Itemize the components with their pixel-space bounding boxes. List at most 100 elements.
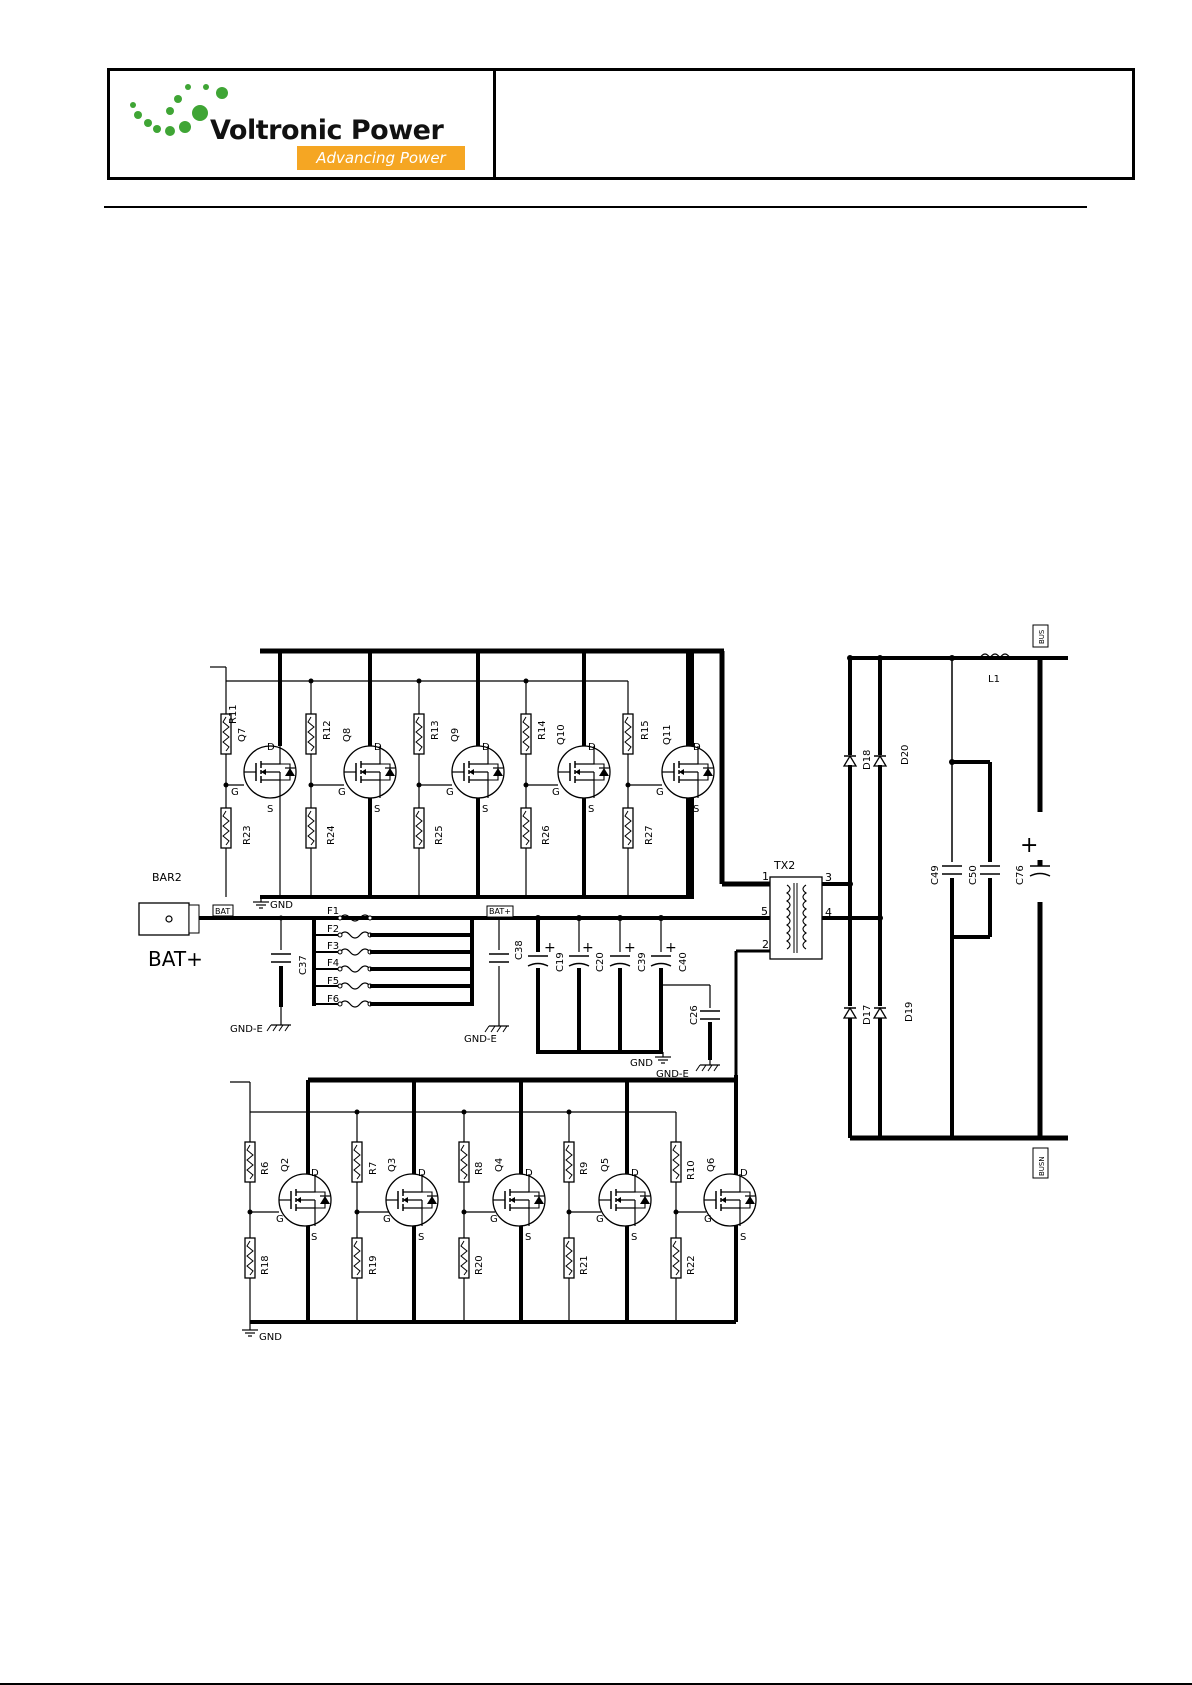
- pin-d-q2: D: [311, 1168, 319, 1179]
- label-q2: Q2: [280, 1158, 291, 1172]
- label-q3: Q3: [387, 1158, 398, 1172]
- label-gnd-lower: GND: [259, 1332, 282, 1343]
- label-f4: F4: [327, 958, 339, 969]
- label-r11: R11: [228, 704, 239, 724]
- label-c19: C19: [555, 952, 566, 972]
- pin-d-q11: D: [693, 742, 701, 753]
- label-q11: Q11: [662, 724, 673, 745]
- pin-d-q10: D: [588, 742, 596, 753]
- pin-d-q9: D: [482, 742, 490, 753]
- label-tx2-pin4: 4: [825, 906, 832, 919]
- pin-d-q4: D: [525, 1168, 533, 1179]
- pin-s-q2: S: [311, 1232, 317, 1243]
- label-r18: R18: [260, 1255, 271, 1275]
- label-r23: R23: [242, 825, 253, 845]
- label-c26: C26: [689, 1005, 700, 1025]
- label-c40: C40: [678, 952, 689, 972]
- document-header: Voltronic Power Advancing Power: [107, 68, 1135, 180]
- label-tx2-pin2: 2: [762, 938, 769, 951]
- plus-c76: +: [1020, 833, 1038, 858]
- label-tx2-pin3: 3: [825, 871, 832, 884]
- label-c20: C20: [595, 952, 606, 972]
- pin-g-q2: G: [276, 1214, 284, 1225]
- label-r10: R10: [686, 1160, 697, 1180]
- pin-d-q6: D: [740, 1168, 748, 1179]
- label-f3: F3: [327, 941, 339, 952]
- label-tx2-pin5: 5: [761, 905, 768, 918]
- pin-s-q6: S: [740, 1232, 746, 1243]
- label-gnd-upper: GND: [270, 900, 293, 911]
- pin-s-q7: S: [267, 804, 273, 815]
- transformer-tx2: [734, 876, 880, 1075]
- company-logo: Voltronic Power Advancing Power: [110, 71, 493, 177]
- label-r19: R19: [368, 1255, 379, 1275]
- label-r20: R20: [474, 1255, 485, 1275]
- label-r9: R9: [579, 1162, 590, 1175]
- page-bottom-rule: [0, 1683, 1192, 1685]
- pin-d-q3: D: [418, 1168, 426, 1179]
- pin-s-q10: S: [588, 804, 594, 815]
- label-q10: Q10: [556, 724, 567, 745]
- label-r25: R25: [434, 825, 445, 845]
- label-busn: BUSN: [1038, 1156, 1046, 1176]
- label-f2: F2: [327, 924, 339, 935]
- label-q5: Q5: [600, 1158, 611, 1172]
- pin-g-q7: G: [231, 787, 239, 798]
- pin-d-q7: D: [267, 742, 275, 753]
- pin-s-q5: S: [631, 1232, 637, 1243]
- label-gnd-e-1: GND-E: [230, 1024, 263, 1035]
- label-gnd-e-2: GND-E: [464, 1034, 497, 1045]
- label-q8: Q8: [342, 728, 353, 742]
- label-c39: C39: [637, 952, 648, 972]
- label-q4: Q4: [494, 1158, 505, 1172]
- tagline: Advancing Power: [316, 149, 446, 167]
- pin-g-q6: G: [704, 1214, 712, 1225]
- pin-g-q8: G: [338, 787, 346, 798]
- label-r6: R6: [260, 1162, 271, 1175]
- label-c49: C49: [930, 865, 941, 885]
- label-r8: R8: [474, 1162, 485, 1175]
- label-d17: D17: [862, 1005, 873, 1025]
- logo-dots-icon: [130, 84, 228, 136]
- brand-name: Voltronic Power: [210, 115, 444, 146]
- upper-mosfet-bank: [210, 648, 770, 909]
- pin-d-q8: D: [374, 742, 382, 753]
- schematic-labels: R11 Q7 R23 R12 Q8 R24 R13 Q9 R25 R14 Q10…: [148, 629, 1046, 1343]
- label-r12: R12: [322, 720, 333, 740]
- battery-input-section: [138, 902, 770, 1072]
- label-f5: F5: [327, 976, 339, 987]
- label-r27: R27: [644, 825, 655, 845]
- label-r26: R26: [541, 825, 552, 845]
- label-r22: R22: [686, 1255, 697, 1275]
- pin-s-q9: S: [482, 804, 488, 815]
- label-gnd-e-3: GND-E: [656, 1069, 689, 1080]
- plus-c39: +: [624, 940, 636, 956]
- label-d18: D18: [862, 750, 873, 770]
- label-r14: R14: [537, 720, 548, 740]
- plus-c19: +: [544, 940, 556, 956]
- pin-g-q9: G: [446, 787, 454, 798]
- label-d19: D19: [904, 1002, 915, 1022]
- label-c76: C76: [1015, 865, 1026, 885]
- pin-g-q3: G: [383, 1214, 391, 1225]
- pin-s-q8: S: [374, 804, 380, 815]
- label-c37: C37: [298, 955, 309, 975]
- label-bar2: BAR2: [152, 871, 182, 884]
- label-bat-plus: BAT+: [148, 947, 203, 971]
- label-gnd-caps: GND: [630, 1058, 653, 1069]
- label-f6: F6: [327, 994, 339, 1005]
- pin-s-q3: S: [418, 1232, 424, 1243]
- label-d20: D20: [900, 745, 911, 765]
- pin-d-q5: D: [631, 1168, 639, 1179]
- label-f1: F1: [327, 906, 339, 917]
- pin-g-q4: G: [490, 1214, 498, 1225]
- lower-mosfet-bank: [230, 1075, 757, 1337]
- label-q9: Q9: [450, 728, 461, 742]
- label-l1: L1: [988, 674, 1000, 685]
- label-q7: Q7: [237, 728, 248, 742]
- label-r7: R7: [368, 1162, 379, 1175]
- plus-c40: +: [665, 940, 677, 956]
- label-r13: R13: [430, 720, 441, 740]
- header-divider: [493, 71, 496, 177]
